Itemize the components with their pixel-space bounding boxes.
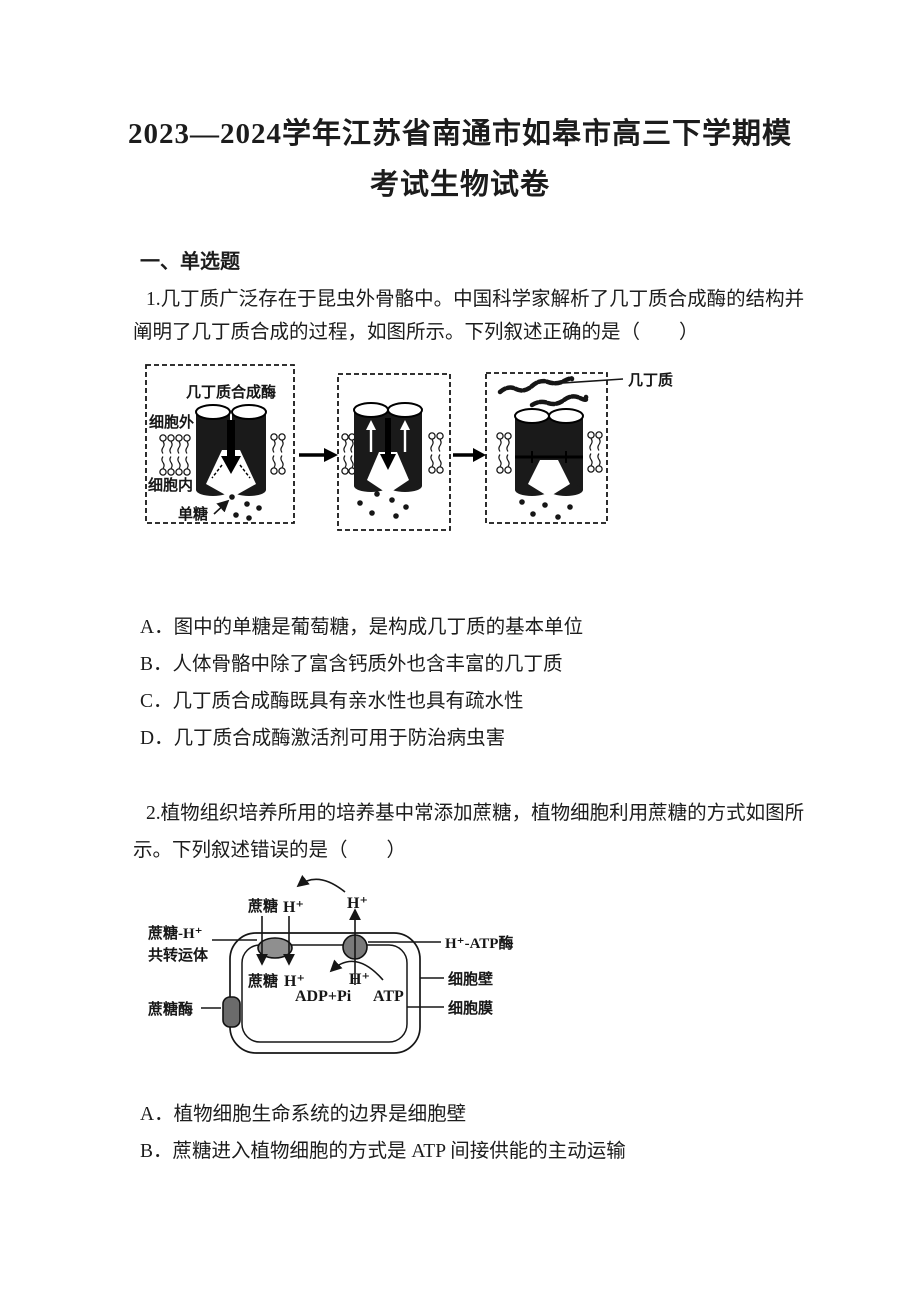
sucrase-enzyme [222,996,241,1028]
monosaccharide-dots [229,494,262,521]
sucrase-label: 蔗糖酶 [147,1000,193,1018]
atp-label: ATP [373,988,404,1005]
q2-option-a: A．植物细胞生命系统的边界是细胞壁 [140,1104,467,1125]
cell-wall-outline [229,932,421,1054]
atp-hydrolysis-arc [329,959,384,981]
chitin-chain-2 [529,394,589,408]
cell-wall-label: 细胞壁 [448,970,493,988]
proton-top-right-label: H⁺ [347,895,368,912]
q1-option-b: B．人体骨骼中除了富含钙质外也含丰富的几丁质 [140,654,563,675]
page-title-line1: 2023—2024学年江苏省南通市如皋市高三下学期模 [127,118,792,150]
intracellular-label: 细胞内 [148,476,193,494]
page-title-line2: 考试生物试卷 [369,169,550,201]
monosaccharide-dots [519,499,573,520]
q2-stem-line2: 示。下列叙述错误的是（ ） [133,840,407,861]
section-heading: 一、单选题 [140,251,240,273]
chitin-chain-1 [497,376,575,395]
proton-recycle-arc [296,874,346,893]
q1-stem-line2: 阐明了几丁质合成的过程，如图所示。下列叙述正确的是（ ） [133,322,699,343]
adp-pi-label: ADP+Pi [295,988,352,1005]
figure2-sucrose-transport-diagram: 蔗糖 H⁺ H⁺ 蔗糖-H⁺ 共转运体 H⁺-ATP酶 细胞壁 细胞膜 蔗糖酶 … [147,874,513,1054]
q1-option-a: A．图中的单糖是葡萄糖，是构成几丁质的基本单位 [140,617,584,638]
atpase-label: H⁺-ATP酶 [445,934,513,952]
q2-option-b: B．蔗糖进入植物细胞的方式是 ATP 间接供能的主动运输 [140,1141,626,1162]
step-arrow-2 [453,448,486,462]
figure1-panel2 [337,373,451,531]
monosaccharide-pointer-line [213,499,230,515]
sucrose-h-cotransporter [257,937,293,959]
chitin-label: 几丁质 [628,371,673,389]
q1-stem-line1: 1.几丁质广泛存在于昆虫外骨骼中。中国科学家解析了几丁质合成酶的结构并 [146,289,805,310]
chitin-pointer-line [562,378,624,384]
extracellular-label: 细胞外 [149,413,194,431]
enzyme-cylinders [195,404,267,498]
q1-option-c: C．几丁质合成酶既具有亲水性也具有疏水性 [140,691,524,712]
q2-stem-line1: 2.植物组织培养所用的培养基中常添加蔗糖，植物细胞利用蔗糖的方式如图所 [146,803,805,824]
figure1-panel3 [485,372,624,524]
cotransporter-label-line1: 蔗糖-H⁺ [147,924,203,942]
proton-inside-right-label: H⁺ [349,971,370,988]
sucrose-inside-label: 蔗糖 [247,972,278,990]
q1-option-d: D．几丁质合成酶激活剂可用于防治病虫害 [140,728,506,749]
cotransporter-label-line2: 共转运体 [148,946,209,964]
monosaccharide-label: 单糖 [178,505,208,523]
enzyme-label: 几丁质合成酶 [186,383,276,401]
cell-membrane-label: 细胞膜 [448,999,493,1017]
figure1-panel1: 几丁质合成酶 细胞外 细胞内 单糖 [145,364,295,524]
monosaccharide-dots [357,491,409,519]
figure1-chitin-synthase-diagram: 几丁质合成酶 细胞外 细胞内 单糖 [145,364,673,531]
cell-membrane-outline [241,944,408,1043]
proton-top-left-label: H⁺ [283,899,304,916]
step-arrow-1 [299,448,338,462]
proton-inside-left-label: H⁺ [284,973,305,990]
sucrose-top-label: 蔗糖 [247,897,278,915]
